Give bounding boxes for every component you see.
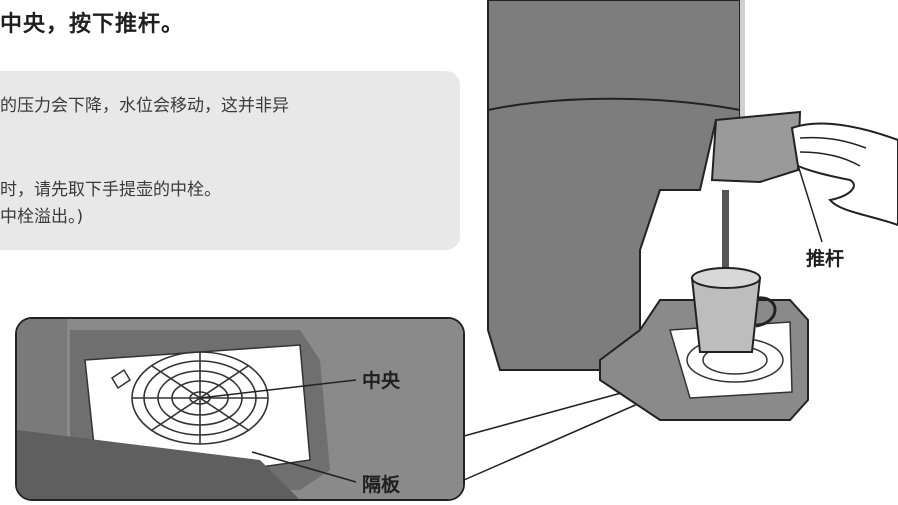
note-line-1: 的压力会下降，水位会移动，这并非异 bbox=[0, 96, 289, 116]
note-line-2: 时，请先取下手提壶的中栓。 bbox=[0, 180, 221, 200]
cup bbox=[690, 267, 777, 353]
instruction-heading: 中央，按下推杆。 bbox=[0, 12, 185, 37]
lever-label: 推杆 bbox=[806, 248, 845, 270]
note-line-3: 中栓溢出。) bbox=[0, 207, 84, 227]
inset-detail-view bbox=[15, 317, 465, 501]
hand bbox=[790, 122, 898, 227]
dispenser-body bbox=[487, 0, 809, 421]
center-label: 中央 bbox=[362, 370, 401, 392]
note-box: 的压力会下降，水位会移动，这并非异 时，请先取下手提壶的中栓。 中栓溢出。) bbox=[0, 71, 460, 250]
plate-label: 隔板 bbox=[362, 474, 401, 496]
